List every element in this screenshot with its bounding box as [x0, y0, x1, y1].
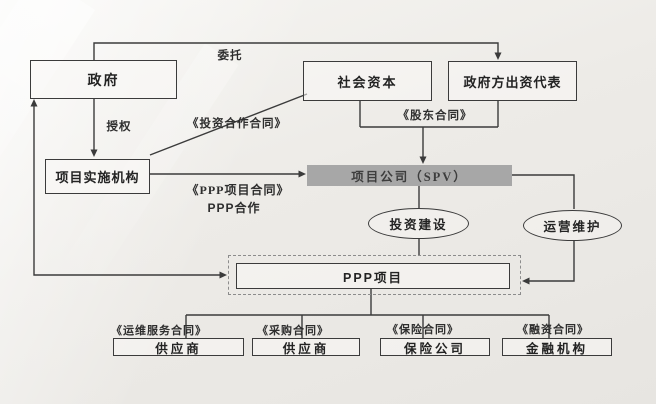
node-spv-label: 项目公司（SPV）	[351, 170, 468, 184]
edge-gov-ppp-line	[33, 105, 220, 276]
edge-label-insurance-contract-text: 《保险合同》	[387, 324, 459, 336]
node-operation-maintenance-label: 运营维护	[543, 220, 602, 234]
arrowhead-down-icon	[419, 156, 427, 164]
node-supplier-om-label: 供应商	[155, 341, 202, 356]
node-social-capital: 社会资本	[303, 61, 432, 101]
edge-label-ppp-project-contract-text: 《PPP项目合同》	[186, 183, 290, 197]
node-supplier-procurement-label: 供应商	[282, 341, 330, 356]
arrowhead-down-icon	[494, 52, 502, 60]
edge-label-insurance-contract: 《保险合同》	[387, 321, 459, 337]
edge-label-investment-cooperation-contract: 《投资合作合同》	[187, 115, 287, 131]
edge-label-entrust: 委托	[218, 47, 243, 63]
edge-label-ppp-cooperation-text: PPP合作	[207, 201, 261, 215]
edge-label-investment-cooperation-contract-text: 《投资合作合同》	[187, 118, 287, 130]
edge-entrust-line	[93, 42, 499, 60]
node-spv: 项目公司（SPV）	[307, 165, 512, 186]
arrowhead-left-icon	[522, 277, 530, 285]
ppp-project-dashed-frame	[228, 255, 521, 295]
arrowhead-right-icon	[219, 271, 227, 279]
node-ppp-project-label: PPP项目	[342, 270, 403, 285]
edge-operate-ppp-line	[529, 240, 575, 282]
edge-label-ppp-cooperation: PPP合作	[207, 199, 260, 216]
edge-investment-cooperation-line	[149, 93, 308, 156]
node-insurance-company-label: 保险公司	[403, 341, 466, 356]
node-implementation-agency: 项目实施机构	[45, 159, 150, 194]
arrowhead-right-icon	[298, 170, 306, 178]
node-implementation-agency-label: 项目实施机构	[55, 170, 140, 185]
node-gov-representative: 政府方出资代表	[448, 61, 577, 101]
arrowhead-up-icon	[30, 99, 38, 107]
edge-label-financing-contract: 《融资合同》	[517, 321, 589, 337]
edge-label-authorize: 授权	[107, 118, 132, 134]
edge-label-authorize-text: 授权	[106, 121, 132, 133]
arrowhead-down-icon	[90, 149, 98, 157]
node-investment-construction-label: 投资建设	[389, 218, 448, 232]
edge-label-om-service-contract: 《运维服务合同》	[111, 322, 207, 338]
node-social-capital-label: 社会资本	[337, 74, 398, 90]
node-insurance-company: 保险公司	[380, 338, 490, 356]
edge-label-om-service-contract-text: 《运维服务合同》	[111, 325, 207, 337]
node-government-label: 政府	[87, 73, 120, 89]
node-gov-representative-label: 政府方出资代表	[463, 74, 562, 90]
edge-label-entrust-text: 委托	[217, 50, 243, 62]
node-operation-maintenance: 运营维护	[523, 210, 622, 241]
node-ppp-project: PPP项目	[236, 263, 510, 289]
node-financial-institution-label: 金融机构	[525, 341, 588, 356]
edge-label-shareholder-contract: 《股东合同》	[398, 107, 473, 123]
edge-label-ppp-project-contract: 《PPP项目合同》	[187, 181, 290, 198]
node-supplier-om: 供应商	[113, 338, 244, 356]
node-financial-institution: 金融机构	[502, 338, 612, 356]
node-investment-construction: 投资建设	[368, 208, 469, 239]
edge-label-shareholder-contract-text: 《股东合同》	[397, 110, 473, 122]
edge-label-financing-contract-text: 《融资合同》	[517, 324, 589, 336]
edge-label-procurement-contract: 《采购合同》	[257, 322, 329, 338]
edge-spv-operate-line	[512, 174, 575, 209]
node-supplier-procurement: 供应商	[252, 338, 360, 356]
edge-label-procurement-contract-text: 《采购合同》	[257, 325, 329, 337]
node-government: 政府	[30, 60, 177, 99]
